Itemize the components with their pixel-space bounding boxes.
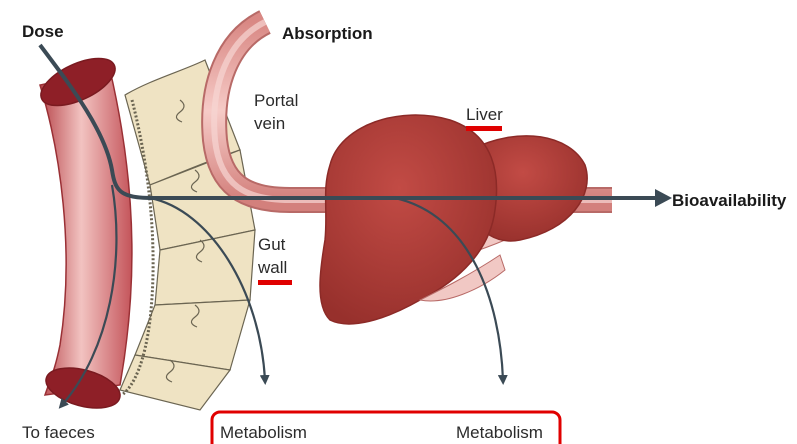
absorption-label: Absorption xyxy=(282,24,373,43)
portal-vein-label-line2: vein xyxy=(254,114,285,133)
bioavailability-arrowhead xyxy=(655,189,672,207)
liver-metabolism-label: Metabolism xyxy=(456,423,543,442)
portal-vein-label-line1: Portal xyxy=(254,91,298,110)
gut-wall-label-line2: wall xyxy=(257,258,287,277)
to-faeces-label: To faeces xyxy=(22,423,95,442)
dose-label: Dose xyxy=(22,22,64,41)
gut-wall-underline xyxy=(258,280,292,285)
liver-organ xyxy=(320,115,587,324)
gut-wall-villi xyxy=(120,60,255,410)
gut-metabolism-label: Metabolism xyxy=(220,423,307,442)
liver-label: Liver xyxy=(466,105,503,124)
bioavailability-label: Bioavailability xyxy=(672,191,787,210)
liver-underline xyxy=(466,126,502,131)
gut-wall-label-line1: Gut xyxy=(258,235,286,254)
